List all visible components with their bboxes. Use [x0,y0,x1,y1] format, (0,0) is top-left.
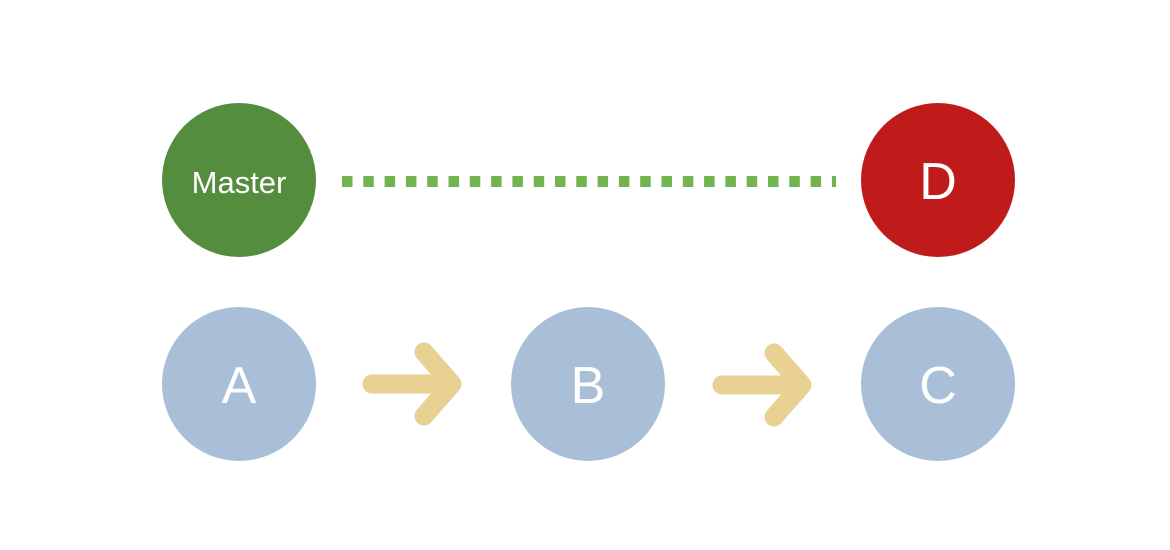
node-a: A [162,307,316,461]
node-master: Master [162,103,316,257]
node-d-label: D [919,153,957,211]
node-b: B [511,307,665,461]
node-a-label: A [221,357,257,415]
node-d: D [861,103,1015,257]
node-master-label: Master [191,164,287,200]
arrow-icon-a-to-b [362,342,462,426]
node-c-label: C [919,357,957,415]
node-b-label: B [570,357,606,415]
arrow-icon-b-to-c [712,343,812,427]
node-c: C [861,307,1015,461]
